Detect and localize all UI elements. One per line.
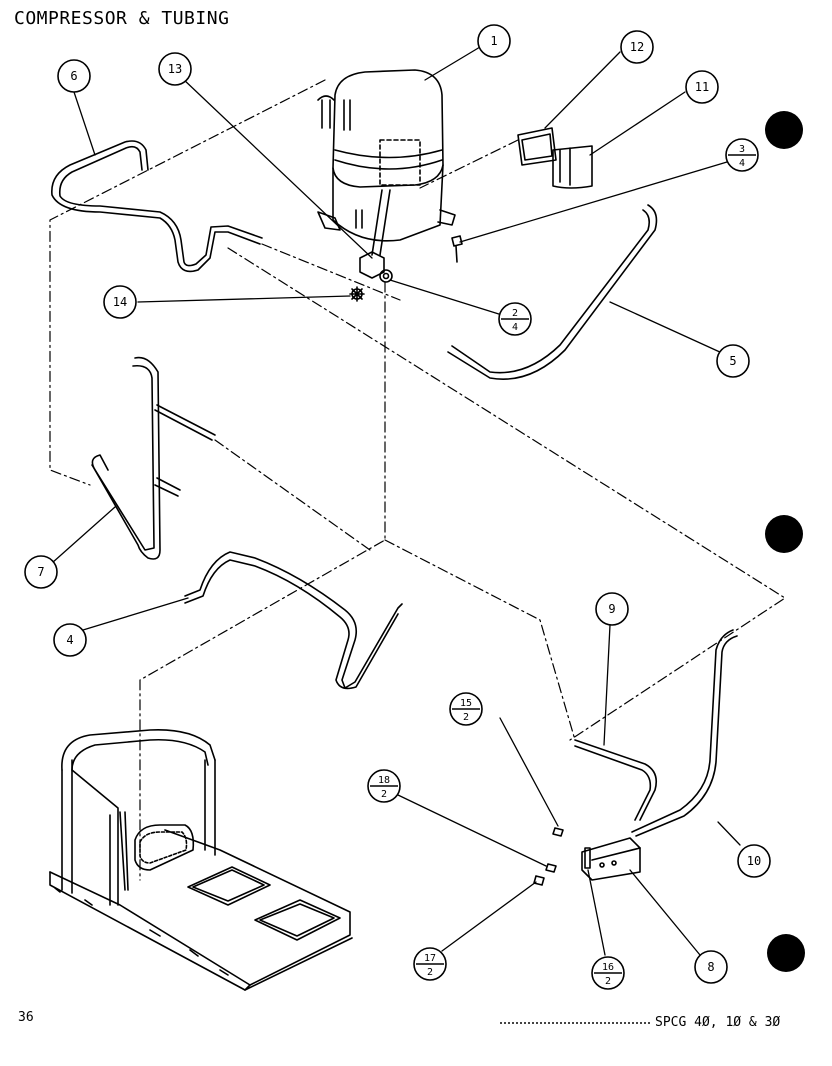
reference-lines	[49, 79, 786, 881]
svg-text:7: 7	[37, 565, 44, 579]
service-valve-bracket	[581, 837, 641, 881]
svg-text:2: 2	[427, 967, 433, 978]
callout-10: 10	[737, 844, 771, 878]
tube-7	[91, 356, 216, 560]
svg-text:15: 15	[460, 698, 472, 709]
page-number: 36	[18, 1010, 34, 1025]
svg-text:8: 8	[707, 960, 714, 974]
discharge-tube	[51, 140, 263, 273]
callout-9: 9	[595, 592, 629, 626]
tube-10	[631, 629, 738, 837]
svg-text:2: 2	[381, 789, 387, 800]
svg-text:3: 3	[739, 144, 745, 155]
registration-dot-bottom	[767, 934, 805, 972]
callout-3: 3 4	[725, 138, 759, 172]
base-pan-assembly	[49, 728, 353, 991]
callout-7: 7	[24, 555, 58, 589]
callout-4: 4	[53, 623, 87, 657]
svg-text:18: 18	[378, 775, 390, 786]
svg-text:16: 16	[602, 962, 614, 973]
svg-text:5: 5	[729, 354, 736, 368]
svg-text:14: 14	[113, 295, 127, 309]
svg-text:4: 4	[739, 158, 745, 169]
mounting-grommet	[349, 251, 393, 302]
callout-1: 1	[477, 24, 511, 58]
callout-15: 15 2	[449, 692, 483, 726]
svg-text:11: 11	[695, 80, 709, 94]
svg-text:4: 4	[512, 322, 518, 333]
callout-12: 12	[620, 30, 654, 64]
fastener-18	[545, 863, 557, 873]
svg-text:17: 17	[424, 953, 436, 964]
svg-text:4: 4	[66, 633, 73, 647]
callout-8: 8	[694, 950, 728, 984]
registration-dot-top	[765, 111, 803, 149]
footer-artifact	[500, 1022, 650, 1026]
suction-tube	[447, 204, 658, 380]
fastener-17	[533, 875, 545, 886]
page-title: COMPRESSOR & TUBING	[14, 8, 230, 29]
terminal-cover	[517, 127, 593, 189]
registration-dot-middle	[765, 515, 803, 553]
callout-6: 6	[57, 59, 91, 93]
svg-text:2: 2	[605, 976, 611, 987]
callout-18: 18 2	[367, 769, 401, 803]
svg-text:9: 9	[608, 602, 615, 616]
svg-text:2: 2	[512, 308, 518, 319]
leader-lines	[51, 46, 741, 956]
tube-9	[574, 739, 658, 821]
svg-text:13: 13	[168, 62, 182, 76]
svg-text:12: 12	[630, 40, 644, 54]
model-code: SPCG 4Ø, 1Ø & 3Ø	[655, 1015, 781, 1030]
callout-11: 11	[685, 70, 719, 104]
callout-17: 17 2	[413, 947, 447, 981]
callout-13: 13	[158, 52, 192, 86]
callout-16: 16 2	[591, 956, 625, 990]
callout-2: 2 4	[498, 302, 532, 336]
svg-text:2: 2	[463, 712, 469, 723]
svg-text:1: 1	[490, 34, 497, 48]
svg-text:6: 6	[70, 69, 77, 83]
fastener-15	[552, 827, 564, 837]
compressor	[317, 69, 456, 256]
tube-4	[184, 551, 403, 690]
screw	[451, 235, 463, 263]
callout-14: 14	[103, 285, 137, 319]
callout-5: 5	[716, 344, 750, 378]
svg-text:10: 10	[747, 854, 761, 868]
